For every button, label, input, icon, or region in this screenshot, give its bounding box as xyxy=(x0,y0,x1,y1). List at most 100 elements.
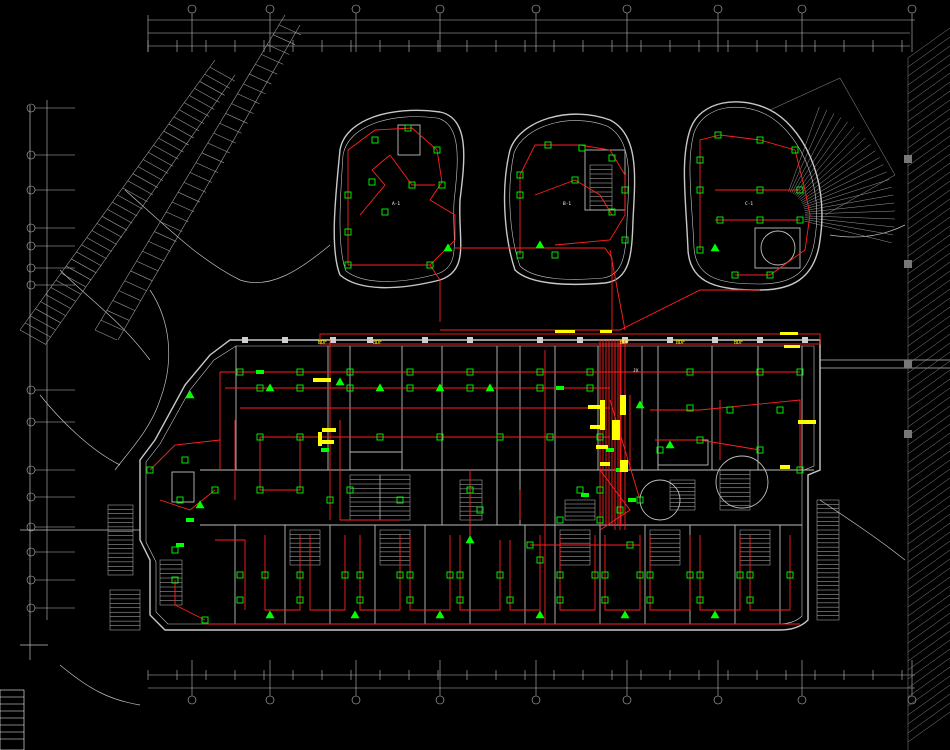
strip-hatch xyxy=(907,630,950,662)
strip-hatch xyxy=(907,315,950,347)
control-panel xyxy=(620,460,628,472)
smoke-detector-icon xyxy=(466,384,474,392)
smoke-detector-icon xyxy=(791,146,799,154)
smoke-detector-icon xyxy=(556,596,564,604)
circuit-wire xyxy=(650,399,801,470)
smoke-detector-icon xyxy=(381,208,389,216)
smoke-detector-icon xyxy=(736,571,744,579)
speaker-icon xyxy=(195,500,205,509)
strip-hatch xyxy=(907,414,950,446)
ramp-hatch xyxy=(107,208,133,224)
fan-outline xyxy=(769,77,896,216)
fan-line xyxy=(791,113,835,194)
stair xyxy=(109,589,141,631)
control-panel xyxy=(313,378,331,382)
smoke-detector-icon xyxy=(556,571,564,579)
fan-line xyxy=(799,144,871,200)
ramp-edge xyxy=(117,24,301,341)
smoke-detector-icon xyxy=(516,251,524,259)
smoke-detector-icon xyxy=(446,571,454,579)
circuit-wire xyxy=(159,489,216,511)
fan-line xyxy=(801,157,880,203)
strip-hatch xyxy=(907,387,950,419)
junction-box-icon xyxy=(628,498,636,502)
column xyxy=(242,337,248,343)
fan-line xyxy=(797,132,861,198)
smoke-detector-icon xyxy=(756,216,764,224)
smoke-detector-icon xyxy=(456,571,464,579)
speaker-icon xyxy=(435,383,445,392)
control-panel xyxy=(784,345,800,348)
smoke-detector-icon xyxy=(376,433,384,441)
smoke-detector-icon xyxy=(601,571,609,579)
junction-box-icon xyxy=(256,370,264,374)
smoke-detector-icon xyxy=(596,486,604,494)
ramp-hatch xyxy=(213,132,236,144)
smoke-detector-icon xyxy=(608,154,616,162)
smoke-detector-icon xyxy=(296,486,304,494)
smoke-detector-icon xyxy=(696,571,704,579)
smoke-detector-icon xyxy=(344,228,352,236)
bdf-label-2: BDF xyxy=(373,340,382,346)
smoke-detector-icon xyxy=(656,446,664,454)
strip-hatch xyxy=(907,180,950,212)
strip-hatch xyxy=(907,270,950,302)
ramp-hatch xyxy=(81,244,107,259)
strip-hatch xyxy=(907,378,950,410)
smoke-detector-icon xyxy=(696,246,704,254)
smoke-detector-icon xyxy=(356,596,364,604)
junction-box-icon xyxy=(581,493,589,497)
ramp-hatch xyxy=(178,109,205,124)
ramp-hatch xyxy=(163,130,189,146)
strip-hatch xyxy=(907,423,950,455)
circuit-wire xyxy=(609,249,626,331)
circuit-wire xyxy=(339,420,400,521)
circuit-wire xyxy=(699,535,741,611)
strip-hatch xyxy=(907,432,950,464)
smoke-detector-icon xyxy=(516,171,524,179)
strip-hatch xyxy=(907,198,950,230)
stair xyxy=(459,479,483,521)
fan-line xyxy=(795,126,855,197)
smoke-detector-icon xyxy=(596,433,604,441)
speaker-icon xyxy=(375,383,385,392)
smoke-detector-icon xyxy=(256,433,264,441)
smoke-detector-icon xyxy=(236,596,244,604)
control-panel xyxy=(612,420,620,440)
column xyxy=(904,155,912,163)
fan-line xyxy=(804,215,895,220)
ramp-hatch xyxy=(96,223,123,238)
strip-hatch xyxy=(907,162,950,194)
ramp-hatch xyxy=(204,73,230,89)
strip-hatch xyxy=(907,279,950,311)
smoke-detector-icon xyxy=(556,516,564,524)
ramp-hatch xyxy=(86,237,112,252)
smoke-detector-icon xyxy=(344,191,352,199)
column xyxy=(330,337,336,343)
ramp-hatch xyxy=(278,24,302,36)
junction-box-icon xyxy=(186,518,194,522)
circuit-wire xyxy=(519,144,626,255)
stair xyxy=(719,469,751,511)
speaker-icon xyxy=(435,610,445,619)
ramp-hatch xyxy=(148,152,174,167)
strip-hatch xyxy=(907,144,950,176)
strip-hatch xyxy=(907,261,950,293)
ramp-hatch xyxy=(19,329,46,345)
pod-core xyxy=(754,227,801,269)
ramp-hatch xyxy=(207,142,230,154)
detector-devices xyxy=(146,124,804,624)
smoke-detector-icon xyxy=(396,496,404,504)
ramp-hatch xyxy=(225,113,248,124)
ramp-hatch xyxy=(71,258,97,274)
circuit-wire xyxy=(359,154,435,216)
site-boundary xyxy=(20,105,950,706)
column xyxy=(537,337,543,343)
zone-label-b: B-1 xyxy=(563,201,571,207)
ramp-hatch xyxy=(158,137,184,153)
strip-hatch xyxy=(907,207,950,239)
strip-hatch xyxy=(907,126,950,158)
smoke-detector-icon xyxy=(506,596,514,604)
strip-hatch xyxy=(907,369,950,401)
